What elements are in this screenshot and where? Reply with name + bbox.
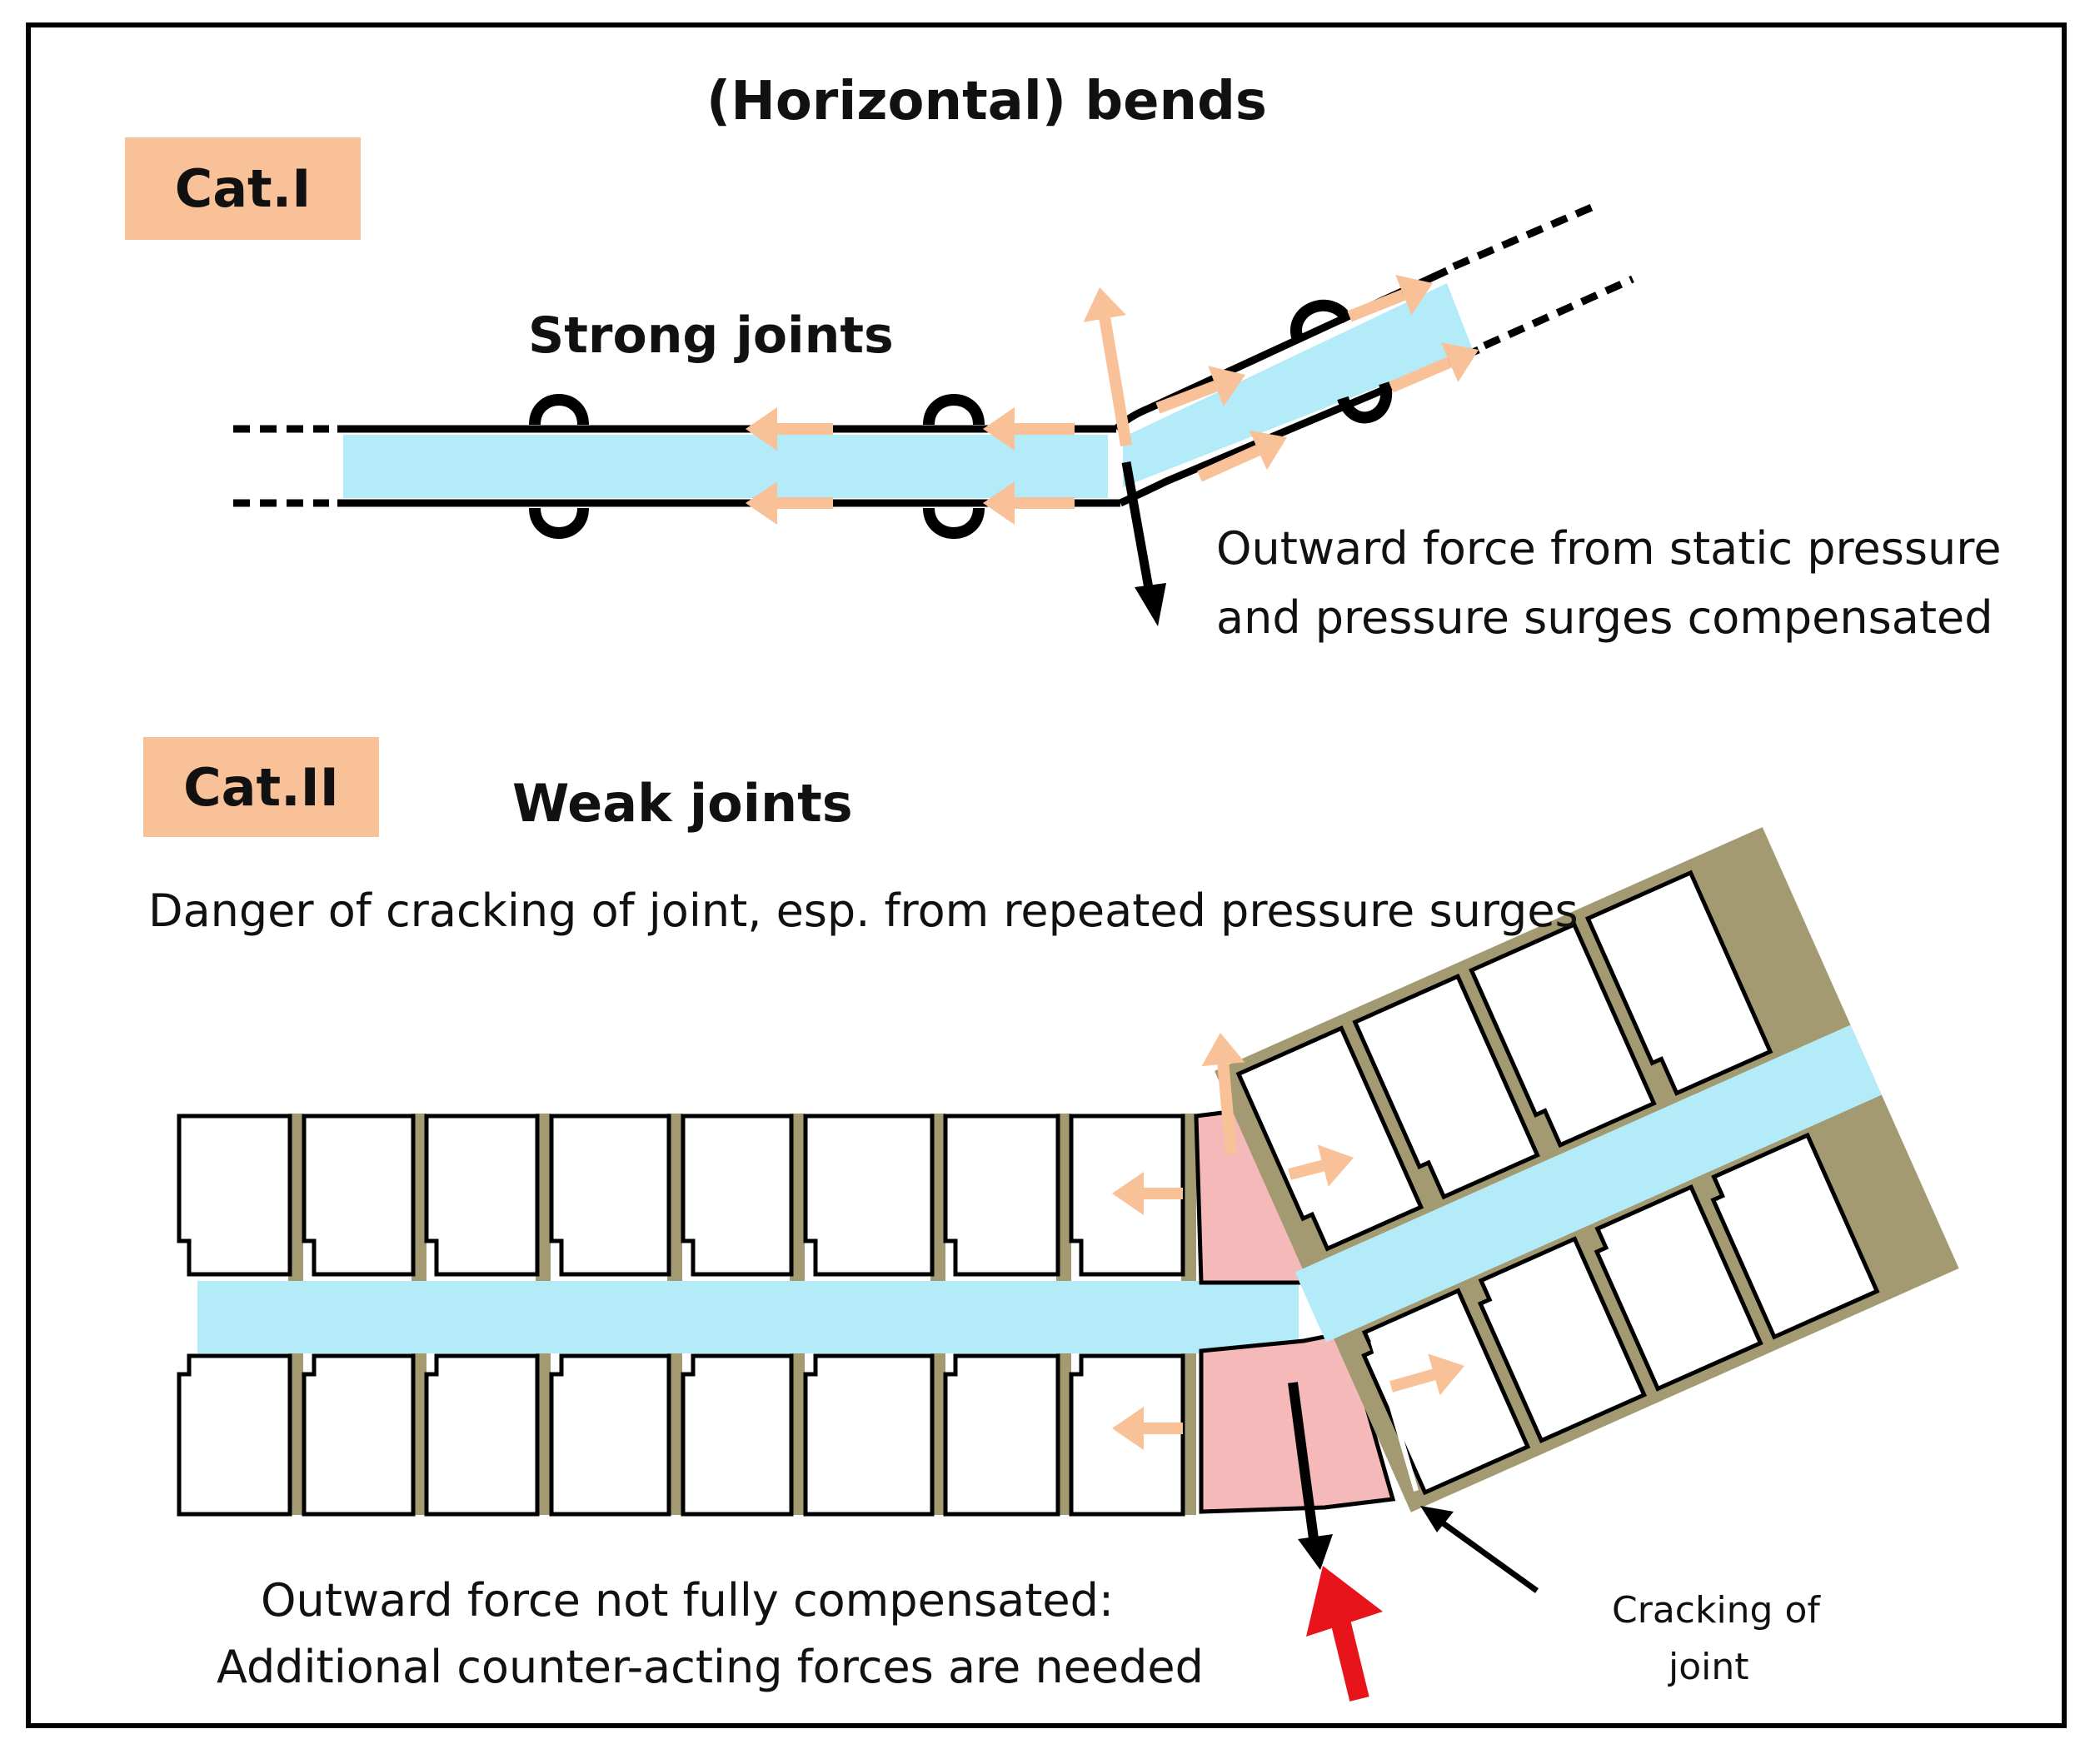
joint-collar xyxy=(529,507,589,539)
masonry-block xyxy=(681,1114,794,1277)
danger-note: Danger of cracking of joint, esp. from r… xyxy=(148,884,1579,937)
masonry-block xyxy=(1477,1236,1648,1443)
joint-collar xyxy=(923,507,985,539)
cat1-badge: Cat.I xyxy=(125,137,361,240)
bottom-note-line1: Outward force not fully compensated: xyxy=(261,1574,1115,1627)
strong-joints-label: Strong joints xyxy=(528,306,894,365)
cat1-force-note-line2: and pressure surges compensated xyxy=(1216,591,1993,644)
cat1-force-arrows xyxy=(746,274,1479,525)
force-arrow xyxy=(1389,1353,1464,1396)
masonry-block xyxy=(424,1114,540,1277)
force-arrow xyxy=(1288,1144,1354,1187)
cat2-straight-blocks xyxy=(177,1114,1185,1517)
joint-collar xyxy=(529,394,589,426)
masonry-block xyxy=(549,1353,671,1517)
crack-line xyxy=(1370,1340,1419,1492)
cat2-badge: Cat.II xyxy=(143,737,379,837)
masonry-block xyxy=(1469,921,1657,1149)
force-arrow xyxy=(746,407,833,451)
force-arrow xyxy=(1197,430,1287,482)
diagram-frame xyxy=(26,22,2067,1728)
force-arrow xyxy=(1112,1172,1183,1215)
masonry-block xyxy=(943,1114,1060,1277)
joint-collar xyxy=(923,394,985,426)
masonry-block xyxy=(943,1353,1060,1517)
crack-pointer-head xyxy=(1420,1506,1454,1532)
cat1-force-note-line1: Outward force from static pressure xyxy=(1216,522,2002,575)
counter-force-arrow xyxy=(1306,1566,1383,1702)
masonry-block xyxy=(302,1353,416,1517)
masonry-block xyxy=(1352,974,1540,1200)
weak-joints-label: Weak joints xyxy=(512,773,853,834)
force-arrow xyxy=(1112,1407,1183,1450)
cat2-resultant-arrowhead xyxy=(1298,1534,1333,1570)
masonry-block xyxy=(1584,870,1773,1096)
crack-label-line1: Cracking of xyxy=(1612,1589,1820,1632)
force-arrow xyxy=(1083,287,1132,447)
angled-pipe-water xyxy=(1123,283,1473,487)
bottom-note-line2: Additional counter-acting forces are nee… xyxy=(217,1641,1204,1693)
diagram-title: (Horizontal) bends xyxy=(706,71,1267,132)
force-arrow xyxy=(983,407,1075,451)
force-arrow xyxy=(746,481,833,525)
cat2-angled-section xyxy=(1214,827,1959,1512)
masonry-block xyxy=(549,1114,671,1277)
resultant-force-arrow xyxy=(1121,461,1155,594)
masonry-block xyxy=(1235,1025,1424,1252)
masonry-block xyxy=(803,1114,935,1277)
force-arrow xyxy=(1389,342,1479,393)
joint-collar xyxy=(1337,381,1392,424)
crack-label-line2: joint xyxy=(1669,1646,1749,1688)
cat1-pipe xyxy=(233,200,1634,507)
masonry-block xyxy=(302,1114,416,1277)
force-arrow xyxy=(1155,366,1245,414)
strong-joint-collars xyxy=(529,299,1392,539)
resultant-force-arrowhead xyxy=(1135,583,1166,626)
masonry-block xyxy=(1594,1183,1763,1392)
masonry-block xyxy=(177,1353,292,1517)
crack-pointer xyxy=(1430,1513,1539,1593)
straight-channel-water xyxy=(197,1281,1299,1353)
force-arrow xyxy=(1201,1033,1245,1154)
cat2-force-arrows xyxy=(1112,1033,1464,1450)
masonry-block xyxy=(424,1353,540,1517)
angled-channel-water xyxy=(1294,1024,1882,1343)
masonry-block xyxy=(803,1353,935,1517)
masonry-block xyxy=(681,1353,794,1517)
cat2-resultant-arrow xyxy=(1288,1382,1319,1546)
straight-pipe-water xyxy=(343,435,1108,498)
masonry-block xyxy=(1710,1132,1880,1340)
masonry-block xyxy=(1361,1288,1531,1496)
force-arrow xyxy=(983,481,1075,525)
force-arrow xyxy=(1347,274,1433,322)
masonry-block xyxy=(177,1114,292,1277)
joint-collar xyxy=(1290,299,1354,342)
